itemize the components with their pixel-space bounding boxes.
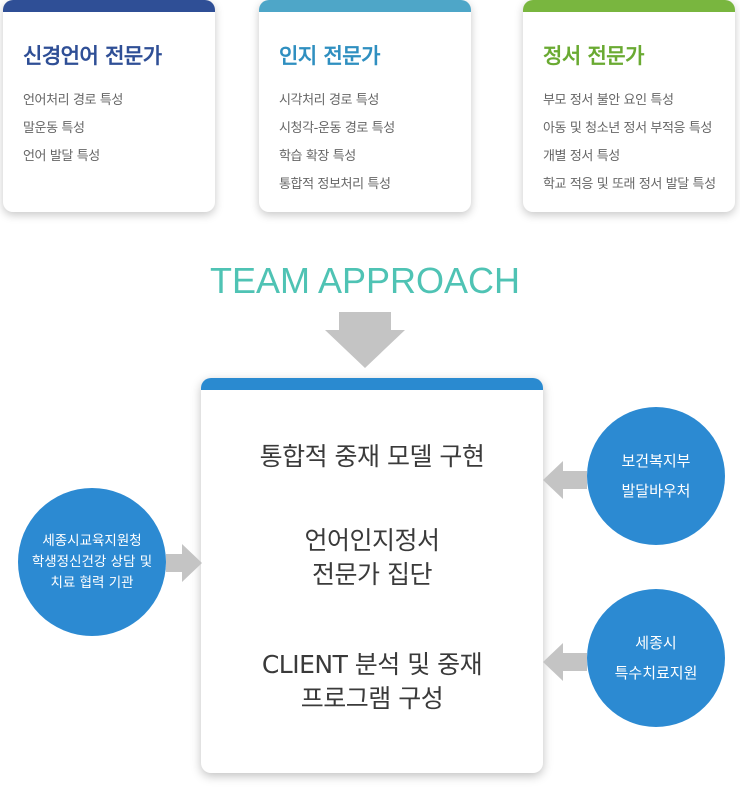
center-panel-top-bar — [201, 378, 543, 390]
card-item: 학교 적응 및 또래 정서 발달 특성 — [543, 177, 716, 192]
team-approach-title: TEAM APPROACH — [209, 260, 521, 301]
card-item: 말운동 특성 — [23, 121, 85, 136]
card-title: 정서 전문가 — [543, 44, 644, 68]
card-item: 시각처리 경로 특성 — [279, 93, 379, 108]
partner-circle-education-office: 세종시교육지원청 학생정신건강 상담 및 치료 협력 기관 — [18, 488, 166, 636]
card-title: 인지 전문가 — [279, 44, 380, 68]
card-item: 부모 정서 불안 요인 특성 — [543, 93, 674, 108]
card-item: 시청각-운동 경로 특성 — [279, 121, 395, 136]
center-line-expert-group-1: 언어인지정서 — [304, 526, 440, 555]
left-arrow-icon — [543, 461, 587, 499]
circle-text-line: 특수치료지원 — [614, 664, 698, 682]
card-item: 개별 정서 특성 — [543, 149, 620, 164]
center-line-integrated-model: 통합적 중재 모델 구현 — [259, 442, 485, 471]
circle-text-line: 보건복지부 — [621, 452, 691, 470]
left-arrow-icon — [543, 643, 587, 681]
partner-circle-sejong-special-therapy: 세종시 특수치료지원 — [587, 589, 725, 727]
card-top-bar — [523, 0, 735, 12]
down-arrow-icon — [325, 312, 405, 368]
circle-text-line: 학생정신건강 상담 및 — [31, 553, 153, 570]
card-top-bar — [3, 0, 215, 12]
center-line-expert-group-2: 전문가 집단 — [312, 560, 432, 589]
card-item-list: 언어처리 경로 특성 말운동 특성 언어 발달 특성 — [23, 87, 209, 171]
expert-card-neurolinguistic: 신경언어 전문가 언어처리 경로 특성 말운동 특성 언어 발달 특성 — [3, 0, 215, 212]
circle-text-line: 발달바우처 — [621, 482, 691, 500]
card-item: 언어처리 경로 특성 — [23, 93, 123, 108]
card-item: 학습 확장 특성 — [279, 149, 356, 164]
partner-circle-welfare-ministry: 보건복지부 발달바우처 — [587, 407, 725, 545]
center-panel: 통합적 중재 모델 구현 언어인지정서 전문가 집단 CLIENT 분석 및 중… — [201, 378, 543, 773]
expert-card-cognitive: 인지 전문가 시각처리 경로 특성 시청각-운동 경로 특성 학습 확장 특성 … — [259, 0, 471, 212]
card-top-bar — [259, 0, 471, 12]
circle-text-line: 세종시 — [635, 634, 677, 652]
expert-card-emotional: 정서 전문가 부모 정서 불안 요인 특성 아동 및 청소년 정서 부적응 특성… — [523, 0, 735, 212]
right-arrow-icon — [166, 544, 202, 582]
card-item-list: 부모 정서 불안 요인 특성 아동 및 청소년 정서 부적응 특성 개별 정서 … — [543, 87, 729, 199]
card-item: 아동 및 청소년 정서 부적응 특성 — [543, 121, 712, 136]
circle-text-line: 세종시교육지원청 — [42, 532, 142, 549]
center-line-client-analysis-2: 프로그램 구성 — [300, 684, 444, 713]
circle-text-line: 치료 협력 기관 — [50, 574, 134, 591]
center-line-client-analysis-1: CLIENT 분석 및 중재 — [261, 650, 483, 679]
card-item: 언어 발달 특성 — [23, 149, 100, 164]
card-item-list: 시각처리 경로 특성 시청각-운동 경로 특성 학습 확장 특성 통합적 정보처… — [279, 87, 465, 199]
card-item: 통합적 정보처리 특성 — [279, 177, 391, 192]
card-title: 신경언어 전문가 — [23, 44, 162, 68]
